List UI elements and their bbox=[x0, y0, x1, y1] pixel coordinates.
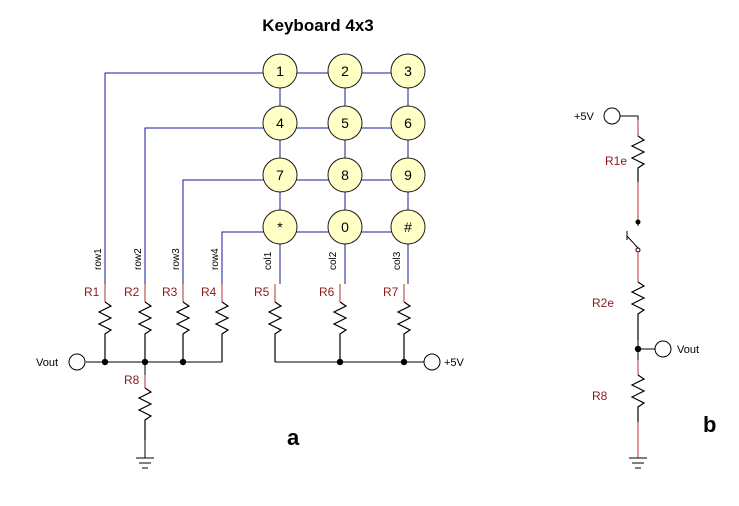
vcc-label-a: +5V bbox=[444, 357, 465, 369]
row4-wire bbox=[221, 231, 410, 284]
vcc-port-b bbox=[603, 107, 621, 125]
key-5: 5 bbox=[327, 105, 363, 141]
key-7-label: 7 bbox=[276, 167, 284, 183]
resistor-r6 bbox=[332, 301, 348, 362]
key-7: 7 bbox=[262, 157, 298, 193]
row-wires bbox=[104, 72, 410, 284]
resistor-r2 bbox=[137, 301, 153, 362]
junctions-a bbox=[101, 358, 408, 366]
row2-wire bbox=[144, 127, 410, 284]
resistor-r7 bbox=[396, 301, 412, 362]
label-r3: R3 bbox=[162, 285, 178, 299]
vcc-label-b: +5V bbox=[574, 111, 595, 123]
figure-label-a: a bbox=[287, 425, 300, 450]
vcc-port-a bbox=[423, 353, 441, 371]
label-r2e: R2e bbox=[592, 296, 614, 310]
key-star: * bbox=[262, 209, 298, 245]
resistor-r1e bbox=[630, 135, 646, 182]
row1-wire bbox=[104, 72, 410, 284]
resistor-r8 bbox=[137, 387, 153, 440]
net-labels: row1 row2 row3 row4 col1 col2 col3 bbox=[93, 248, 403, 270]
resistor-r8-b bbox=[630, 374, 646, 422]
net-label-row1: row1 bbox=[93, 248, 104, 270]
key-1: 1 bbox=[262, 53, 298, 89]
label-r1: R1 bbox=[84, 285, 100, 299]
net-label-row2: row2 bbox=[133, 248, 144, 270]
circuit-b: +5V R1e R2e Vout R8 bbox=[574, 107, 699, 469]
vout-label-b: Vout bbox=[677, 344, 699, 356]
resistor-r5 bbox=[267, 301, 283, 362]
net-label-col3: col3 bbox=[392, 251, 403, 270]
label-r2: R2 bbox=[124, 285, 140, 299]
label-r5: R5 bbox=[254, 285, 270, 299]
label-r7: R7 bbox=[383, 285, 399, 299]
key-hash: # bbox=[390, 209, 426, 245]
vout-label-a: Vout bbox=[36, 357, 58, 369]
resistor-r2e bbox=[630, 281, 646, 340]
net-label-col1: col1 bbox=[263, 251, 274, 270]
key-4: 4 bbox=[262, 105, 298, 141]
key-2-label: 2 bbox=[341, 63, 349, 79]
diagram-title: Keyboard 4x3 bbox=[262, 16, 374, 35]
key-5-label: 5 bbox=[341, 115, 349, 131]
key-0: 0 bbox=[327, 209, 363, 245]
resistor-labels-a: R1 R2 R3 R4 R5 R6 R7 R8 bbox=[84, 285, 399, 387]
keypad: 1 2 3 4 5 6 7 8 9 * 0 # bbox=[262, 53, 426, 245]
key-9: 9 bbox=[390, 157, 426, 193]
label-r6: R6 bbox=[319, 285, 335, 299]
resistor-leads bbox=[104, 284, 405, 388]
key-star-label: * bbox=[277, 219, 283, 235]
label-r8-b: R8 bbox=[592, 389, 608, 403]
ports-a: Vout +5V bbox=[36, 353, 465, 371]
vout-port-b bbox=[654, 340, 672, 358]
key-3: 3 bbox=[390, 53, 426, 89]
ground-icon-b bbox=[629, 457, 647, 469]
resistor-r3 bbox=[175, 301, 191, 362]
key-8-label: 8 bbox=[341, 167, 349, 183]
label-r8: R8 bbox=[124, 373, 140, 387]
net-label-row4: row4 bbox=[210, 248, 221, 270]
net-label-col2: col2 bbox=[328, 251, 339, 270]
key-2: 2 bbox=[327, 53, 363, 89]
resistor-r1 bbox=[97, 301, 113, 362]
key-3-label: 3 bbox=[404, 63, 412, 79]
key-6-label: 6 bbox=[404, 115, 412, 131]
net-label-row3: row3 bbox=[171, 248, 182, 270]
resistor-r4 bbox=[214, 301, 230, 362]
key-8: 8 bbox=[327, 157, 363, 193]
key-9-label: 9 bbox=[404, 167, 412, 183]
key-0-label: 0 bbox=[341, 219, 349, 235]
resistors-a bbox=[97, 301, 412, 440]
ground-icon bbox=[136, 457, 154, 469]
label-r4: R4 bbox=[201, 285, 217, 299]
vout-port-a bbox=[68, 353, 86, 371]
key-hash-label: # bbox=[404, 219, 412, 235]
key-1-label: 1 bbox=[276, 63, 284, 79]
key-6: 6 bbox=[390, 105, 426, 141]
label-r1e: R1e bbox=[605, 154, 627, 168]
figure-label-b: b bbox=[703, 412, 716, 437]
key-4-label: 4 bbox=[276, 115, 284, 131]
switch-icon bbox=[626, 219, 641, 253]
